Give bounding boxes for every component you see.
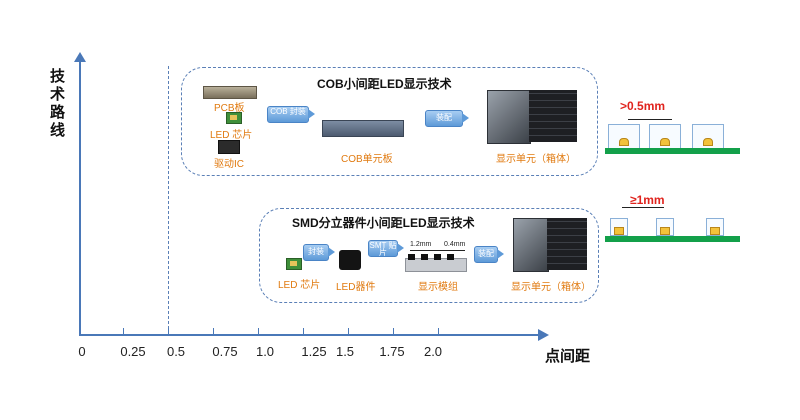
x-tick-label: 1.25 xyxy=(301,344,327,359)
cob-assemble-step: 装配 xyxy=(425,110,469,127)
smd-led-dot xyxy=(660,227,670,235)
cob-cabinet-front-image xyxy=(487,90,531,144)
module-led xyxy=(447,254,454,260)
x-axis-line xyxy=(80,334,540,336)
smd-pcb-strip xyxy=(605,236,740,242)
x-tick-mark xyxy=(168,328,169,334)
display-module-label: 显示模组 xyxy=(418,282,458,293)
driver-ic-image xyxy=(218,140,240,154)
pcb-board-image xyxy=(203,86,257,99)
y-axis-title: 技术路线 xyxy=(50,68,66,139)
x-tick-mark xyxy=(393,328,394,334)
x-tick-mark xyxy=(438,328,439,334)
x-tick-mark xyxy=(213,328,214,334)
cob-pixel-cell xyxy=(649,124,681,150)
x-tick-label: 1.0 xyxy=(255,344,275,359)
module-led xyxy=(434,254,441,260)
led-chip-image xyxy=(226,112,242,124)
led-device-image xyxy=(339,250,361,270)
x-tick-label: 2.0 xyxy=(423,344,443,359)
cob-unit-board-label: COB单元板 xyxy=(341,154,393,165)
smd-pitch-label: ≥1mm xyxy=(630,193,665,207)
led-device-label: LED器件 xyxy=(336,282,376,293)
x-tick-label: 1.75 xyxy=(379,344,405,359)
module-led xyxy=(421,254,428,260)
cob-pitch-arrow xyxy=(628,119,672,120)
cob-pitch-label: >0.5mm xyxy=(620,99,666,113)
cob-title: COB小间距LED显示技术 xyxy=(317,77,452,91)
cob-led-dot xyxy=(703,138,713,146)
dim-line xyxy=(410,250,465,251)
cob-package-step: COB 封装 xyxy=(267,106,315,123)
y-axis-arrow xyxy=(74,52,86,62)
smd-cabinet-back-image xyxy=(547,218,587,270)
pitch-0.5-guide xyxy=(168,66,169,334)
module-led xyxy=(408,254,415,260)
smd-package-step: 封装 xyxy=(303,244,335,261)
x-axis-title: 点间距 xyxy=(545,348,591,365)
x-tick-label: 0 xyxy=(78,344,86,359)
cob-unit-board-image xyxy=(322,120,404,137)
cob-led-dot xyxy=(660,138,670,146)
smd-led-chip-image xyxy=(286,258,302,270)
smd-cabinet-front-image xyxy=(513,218,549,272)
smt-step: SMT 贴片 xyxy=(368,240,404,257)
smd-assemble-step: 装配 xyxy=(474,246,504,263)
x-tick-label: 1.5 xyxy=(335,344,355,359)
cob-display-unit-label: 显示单元（箱体） xyxy=(496,154,576,165)
x-tick-label: 0.5 xyxy=(166,344,186,359)
x-tick-mark xyxy=(123,328,124,334)
smd-pitch-arrow xyxy=(622,207,664,208)
driver-ic-label: 驱动IC xyxy=(214,159,244,170)
cob-led-dot xyxy=(619,138,629,146)
cob-pixel-cell xyxy=(692,124,724,150)
smd-led-dot xyxy=(614,227,624,235)
x-tick-label: 0.25 xyxy=(120,344,146,359)
dim-label-1.2mm: 1.2mm xyxy=(410,241,432,248)
smd-led-chip-label: LED 芯片 xyxy=(278,280,321,291)
display-module-image xyxy=(405,258,467,272)
x-tick-mark xyxy=(348,328,349,334)
y-axis-line xyxy=(79,60,81,336)
cob-led-chip-label: LED 芯片 xyxy=(210,130,253,141)
cob-pcb-strip xyxy=(605,148,740,154)
smd-title: SMD分立器件小间距LED显示技术 xyxy=(292,216,475,230)
x-axis-arrow xyxy=(538,329,549,341)
cob-cabinet-back-image xyxy=(529,90,577,142)
cob-technology-box xyxy=(181,67,598,176)
smd-led-dot xyxy=(710,227,720,235)
cob-pixel-cell xyxy=(608,124,640,150)
x-tick-mark xyxy=(303,328,304,334)
dim-label-0.4mm: 0.4mm xyxy=(444,241,466,248)
smd-technology-box xyxy=(259,208,599,303)
pcb-label: PCB板 xyxy=(214,103,245,114)
smd-display-unit-label: 显示单元（箱体） xyxy=(511,282,591,293)
x-tick-mark xyxy=(258,328,259,334)
x-tick-label: 0.75 xyxy=(212,344,238,359)
